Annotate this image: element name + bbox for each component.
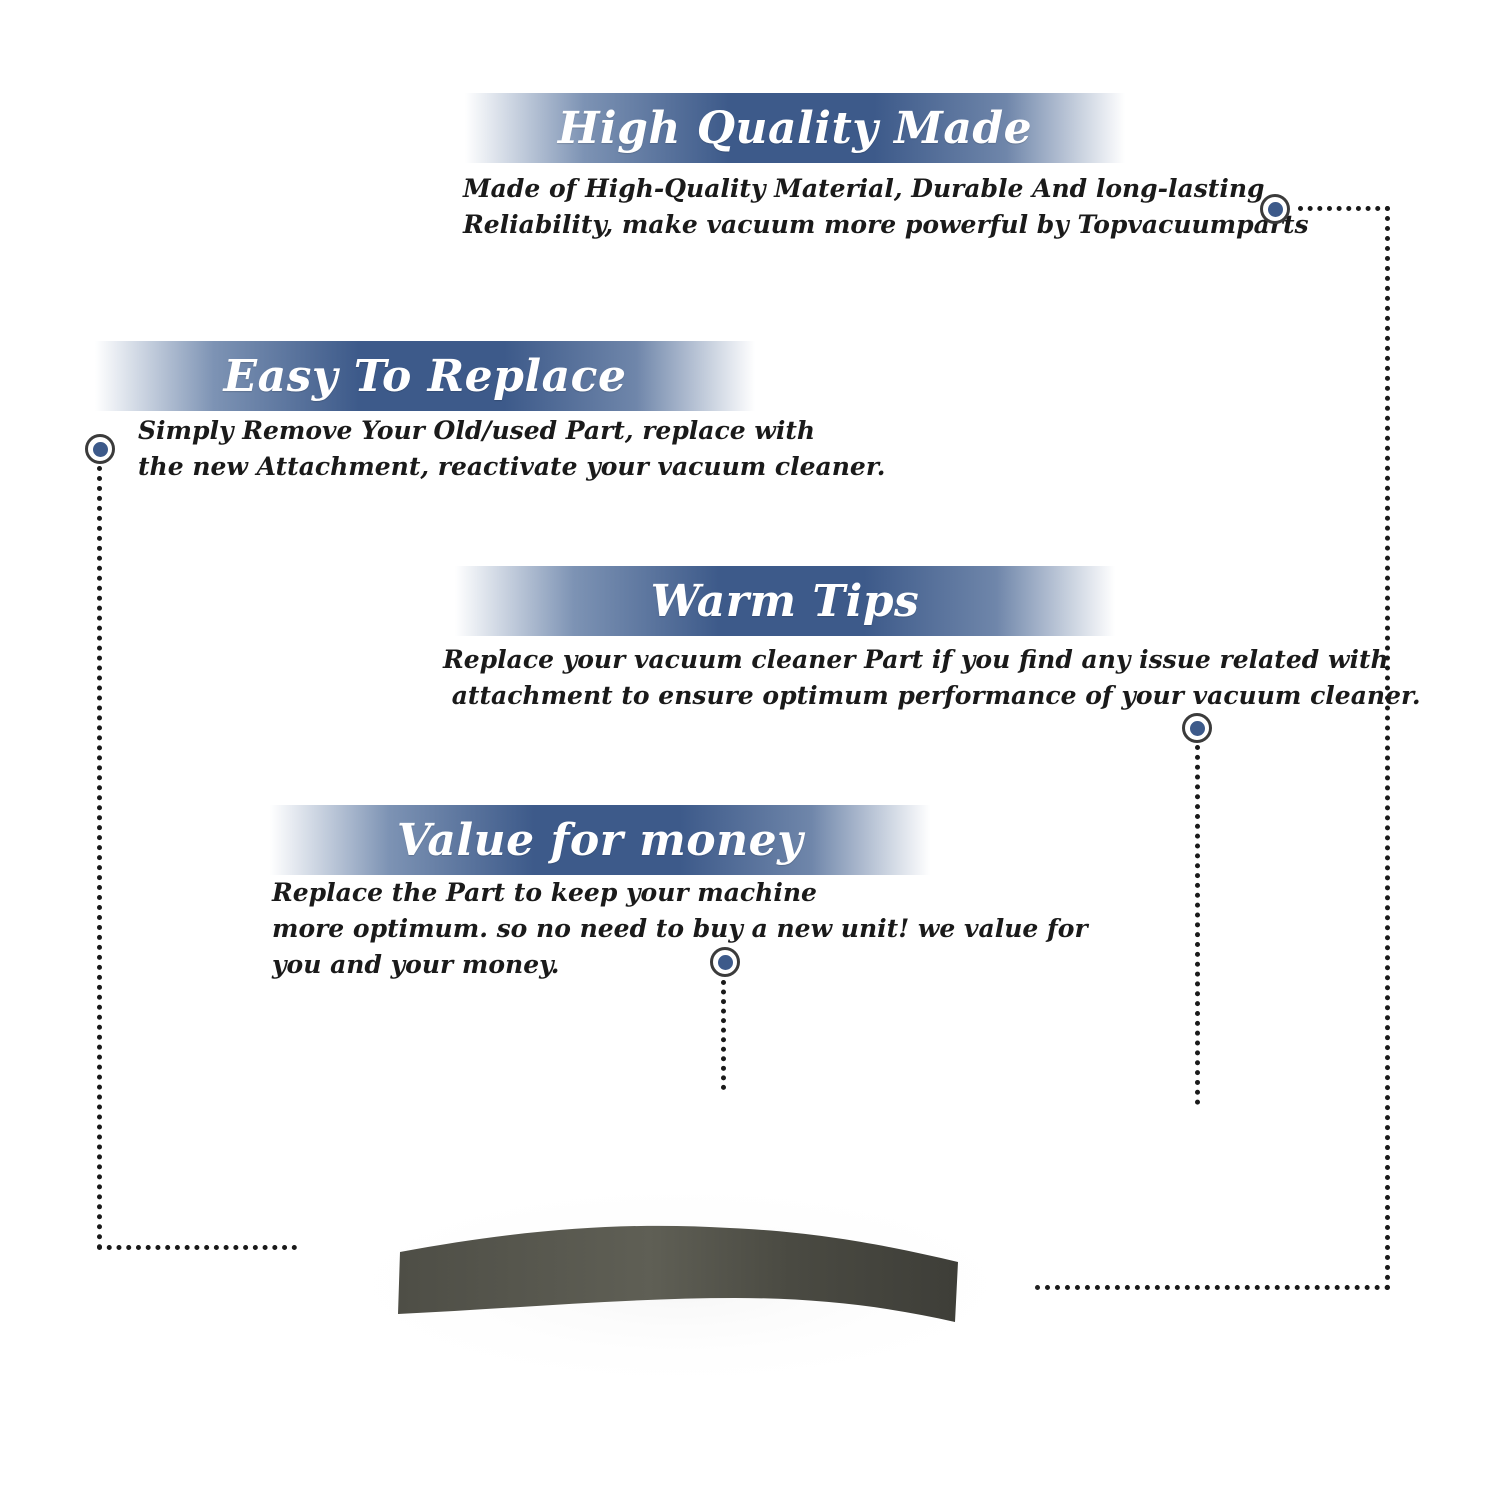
- description-line: more optimum. so no need to buy a new un…: [272, 914, 1088, 943]
- banner-title: High Quality Made: [557, 102, 1033, 154]
- rubber-strip-icon: [310, 1175, 1050, 1395]
- marker-dot-icon: [1260, 194, 1290, 224]
- dotted-connector: [1298, 206, 1390, 216]
- dotted-connector: [1385, 206, 1395, 1291]
- banner-easy-to-replace: Easy To Replace: [95, 341, 755, 411]
- banner-title: Warm Tips: [650, 575, 920, 627]
- description-line: Replace your vacuum cleaner Part if you …: [443, 645, 1389, 674]
- dotted-connector: [721, 980, 731, 1090]
- description-line: Made of High-Quality Material, Durable A…: [463, 174, 1265, 203]
- dotted-connector: [1035, 1285, 1390, 1295]
- banner-high-quality: High Quality Made: [465, 93, 1125, 163]
- description-line: the new Attachment, reactivate your vacu…: [138, 452, 886, 481]
- marker-dot-icon: [710, 947, 740, 977]
- description-line: Replace the Part to keep your machine: [272, 878, 817, 907]
- description-line: you and your money.: [272, 950, 560, 979]
- banner-value-for-money: Value for money: [270, 805, 930, 875]
- feature-description-warm-tips: Replace your vacuum cleaner Part if you …: [443, 642, 1421, 714]
- dotted-connector: [1195, 745, 1205, 1105]
- marker-dot-icon: [1182, 713, 1212, 743]
- feature-description-easy-to-replace: Simply Remove Your Old/used Part, replac…: [138, 413, 885, 485]
- feature-description-value-for-money: Replace the Part to keep your machine mo…: [272, 875, 1088, 983]
- description-line: Simply Remove Your Old/used Part, replac…: [138, 416, 816, 445]
- banner-title: Value for money: [396, 814, 804, 866]
- description-line: attachment to ensure optimum performance…: [443, 681, 1421, 710]
- description-line: Reliability, make vacuum more powerful b…: [463, 210, 1309, 239]
- dotted-connector: [97, 466, 107, 1250]
- dotted-connector: [97, 1245, 297, 1255]
- marker-dot-icon: [85, 434, 115, 464]
- banner-warm-tips: Warm Tips: [455, 566, 1115, 636]
- feature-description-high-quality: Made of High-Quality Material, Durable A…: [463, 171, 1309, 243]
- banner-title: Easy To Replace: [223, 350, 627, 402]
